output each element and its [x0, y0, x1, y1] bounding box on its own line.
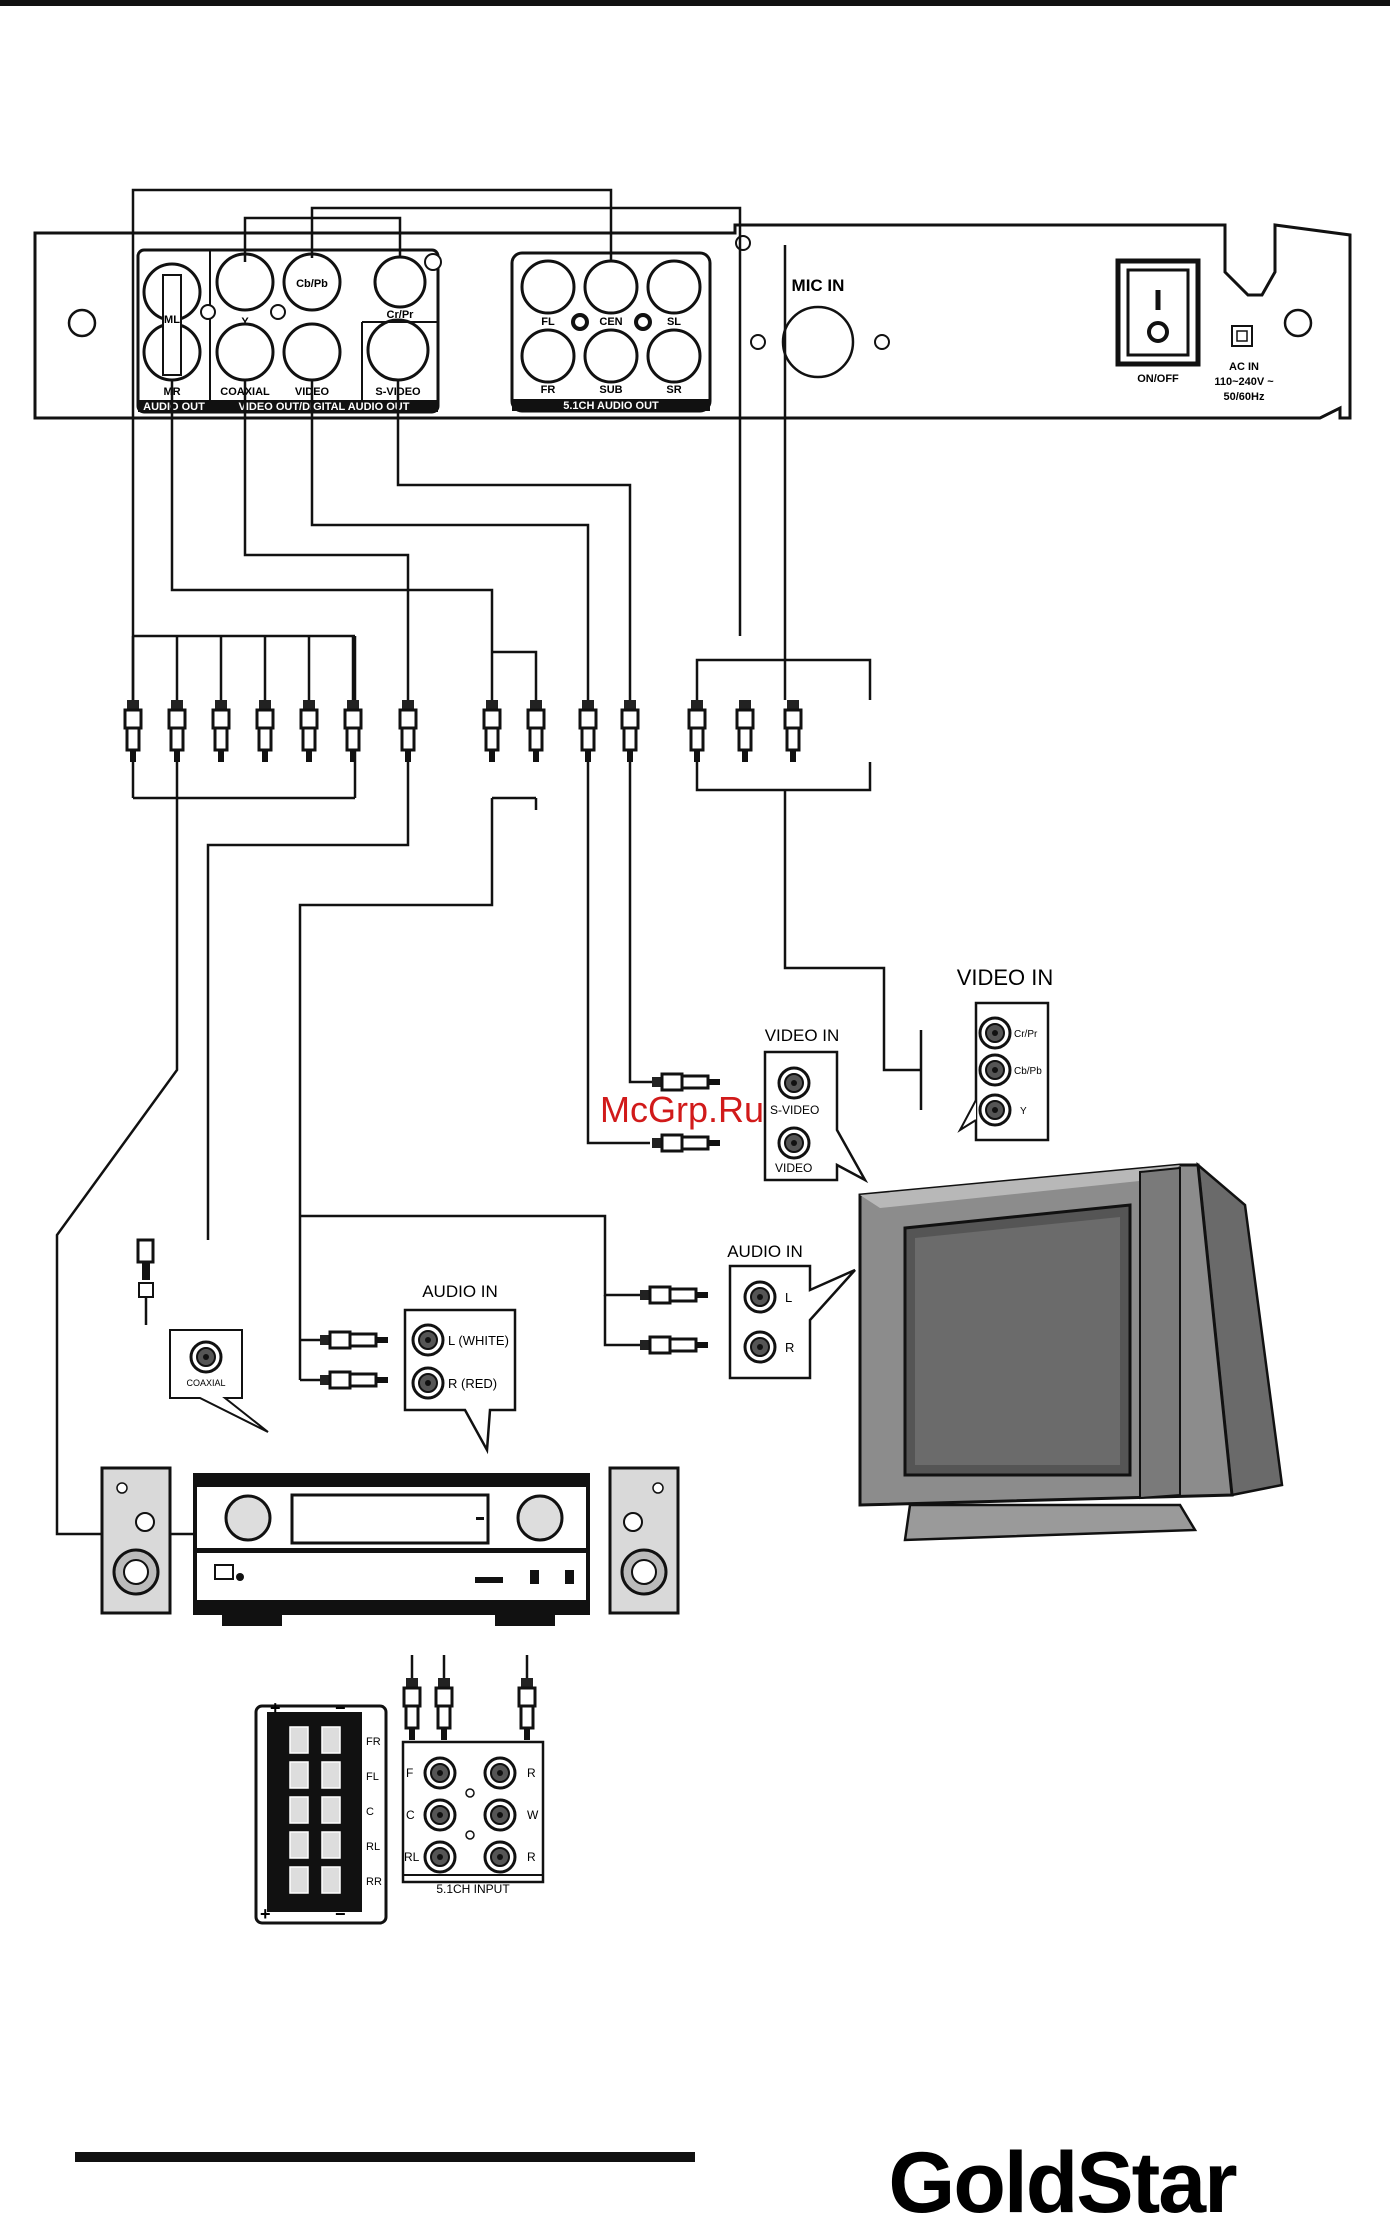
goldstar-logo: GoldStar — [888, 2135, 1237, 2218]
tv-component-input: VIDEO IN Cr/Pr Cb/Pb Y — [957, 965, 1054, 1142]
terminal-c-label: C — [366, 1806, 374, 1818]
fr-label: FR — [541, 384, 556, 396]
tv-component-title: VIDEO IN — [957, 965, 1054, 990]
terminal-plus-bottom: + — [260, 1904, 271, 1924]
terminal-fr-label: FR — [366, 1736, 381, 1748]
tv-audio-l-label: L — [785, 1290, 792, 1305]
tv-video-input: VIDEO IN S-VIDEO VIDEO — [650, 1026, 869, 1184]
cen-label: CEN — [599, 316, 622, 328]
svideo-jack — [366, 318, 430, 382]
tv-crpr-label: Cr/Pr — [1014, 1029, 1038, 1040]
av-receiver — [193, 1473, 590, 1626]
voltage-label: 110~240V ~ — [1214, 376, 1274, 388]
video-jack — [282, 322, 342, 382]
terminal-rr-label: RR — [366, 1876, 382, 1888]
fr-jack — [520, 328, 576, 384]
mic-in-label: MIC IN — [792, 276, 845, 295]
player-back-panel: AUDIO OUT VIDEO OUT/DIGITAL AUDIO OUT ML… — [33, 223, 1352, 420]
crpr-label: Cr/Pr — [387, 309, 415, 321]
y-jack — [215, 252, 275, 312]
terminal-plus-top: + — [270, 1698, 281, 1718]
tv-video-label: VIDEO — [775, 1161, 812, 1175]
input51-title: 5.1CH INPUT — [436, 1882, 510, 1896]
y-label: Y — [241, 316, 249, 328]
amp-audio-l-label: L (WHITE) — [448, 1333, 509, 1348]
fl-jack — [520, 259, 576, 315]
terminal-rl-label: RL — [366, 1841, 380, 1853]
freq-label: 50/60Hz — [1224, 391, 1265, 403]
ac-in-label: AC IN — [1229, 361, 1259, 373]
coaxial-jack — [215, 322, 275, 382]
input51-rl-label: RL — [404, 1850, 420, 1864]
sub-jack — [583, 328, 639, 384]
amp-audio-title: AUDIO IN — [422, 1282, 498, 1301]
input51-rr-label: R — [527, 1850, 536, 1864]
ml-label: ML — [164, 314, 180, 326]
sub-label: SUB — [599, 384, 622, 396]
input51-w-label: W — [527, 1808, 539, 1822]
amp-coaxial-input: COAXIAL — [136, 1238, 269, 1433]
plug-row — [123, 698, 803, 764]
tv-audio-r-label: R — [785, 1340, 794, 1355]
tv-svideo-label: S-VIDEO — [770, 1103, 819, 1117]
tv-audio-title: AUDIO IN — [727, 1242, 803, 1261]
tv-cbpb-label: Cb/Pb — [1014, 1066, 1042, 1077]
amp-audio-input: AUDIO IN L (WHITE) R (RED) — [318, 1282, 517, 1455]
top-rule — [0, 0, 1390, 6]
sr-jack — [646, 328, 702, 384]
cbpb-label: Cb/Pb — [296, 278, 328, 290]
amp-coaxial-label: COAXIAL — [186, 1378, 225, 1388]
right-speaker — [608, 1466, 680, 1615]
footer-rule — [75, 2152, 695, 2162]
cen-jack — [583, 259, 639, 315]
onoff-label: ON/OFF — [1137, 373, 1179, 385]
speaker-terminal: + − + − FR FL C RL RR — [254, 1698, 388, 1925]
left-speaker — [100, 1466, 172, 1615]
ch51-input: F R C W RL R 5.1CH INPUT — [401, 1655, 545, 1896]
sr-label: SR — [666, 384, 681, 396]
video-out-label: VIDEO OUT/DIGITAL AUDIO OUT — [239, 401, 410, 413]
audio-out-label: AUDIO OUT — [143, 401, 205, 413]
crpr-jack — [373, 255, 427, 309]
sl-label: SL — [667, 316, 681, 328]
tv-y-label: Y — [1020, 1106, 1027, 1117]
terminal-minus-bottom: − — [335, 1904, 346, 1924]
input51-fl-label: F — [406, 1766, 413, 1780]
tv-video-title: VIDEO IN — [765, 1026, 840, 1045]
sl-jack — [646, 259, 702, 315]
terminal-fl-label: FL — [366, 1771, 379, 1783]
watermark-text: McGrp.Ru — [600, 1089, 764, 1130]
tv-audio-input: AUDIO IN L R — [638, 1242, 856, 1380]
television — [858, 1162, 1284, 1542]
fl-label: FL — [541, 316, 555, 328]
input51-c-label: C — [406, 1808, 415, 1822]
input51-fr-label: R — [527, 1766, 536, 1780]
amp-audio-r-label: R (RED) — [448, 1376, 497, 1391]
mic-in-jack — [781, 305, 855, 379]
terminal-minus-top: − — [335, 1698, 346, 1718]
ch51-section-label: 5.1CH AUDIO OUT — [563, 400, 659, 412]
